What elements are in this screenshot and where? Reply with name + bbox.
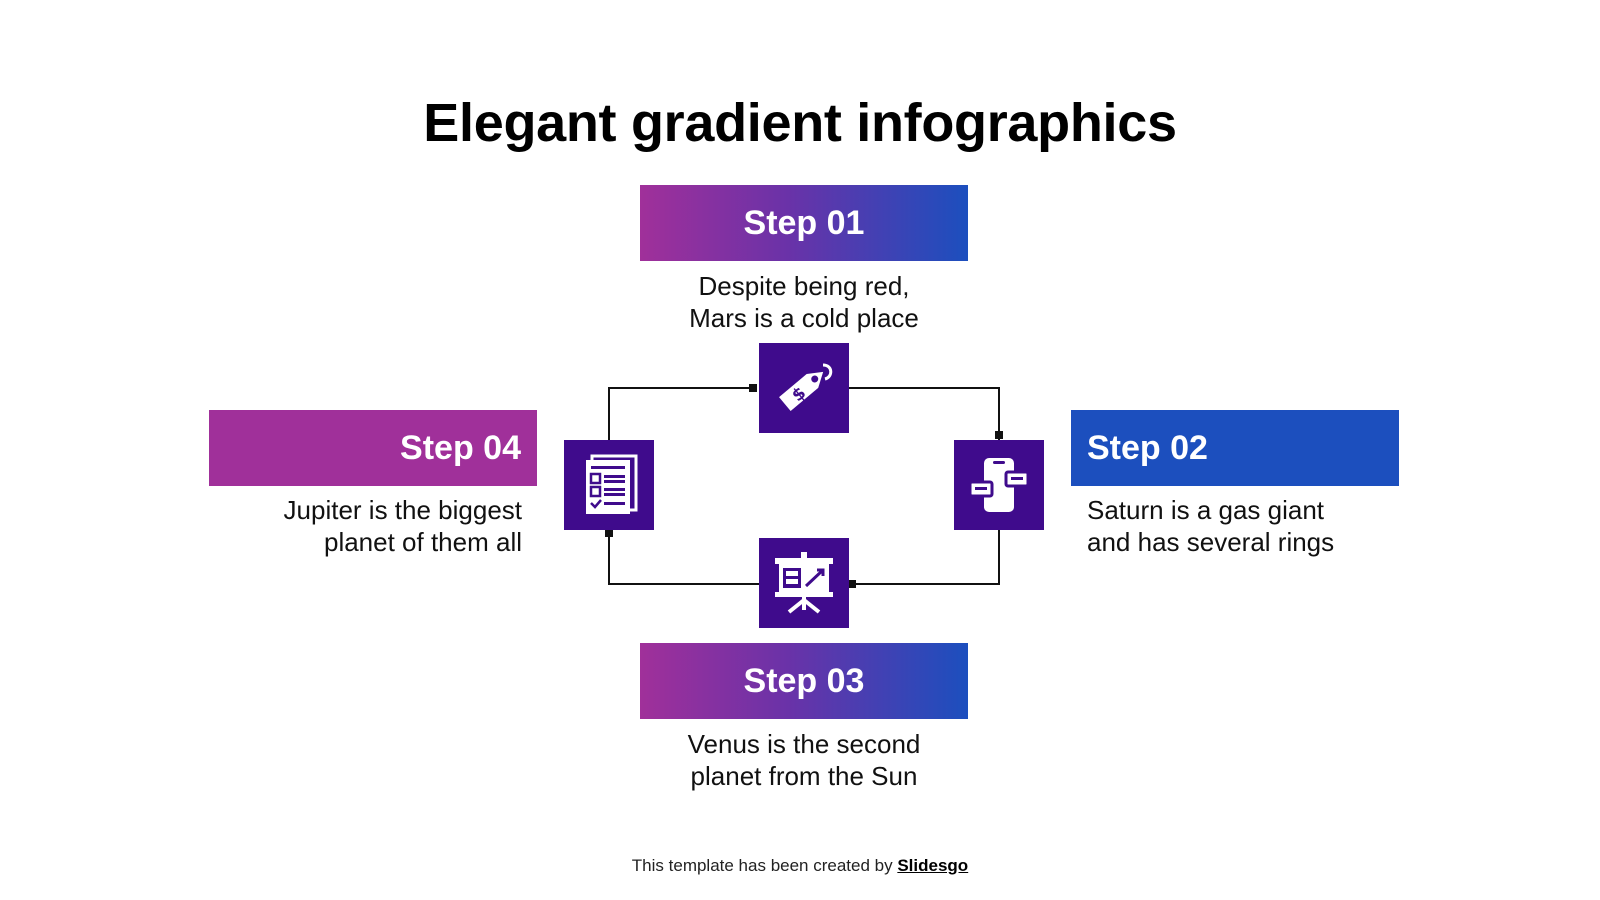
step-03-description: Venus is the second planet from the Sun xyxy=(604,728,1004,792)
step-03-line-2: planet from the Sun xyxy=(690,761,918,791)
page-title: Elegant gradient infographics xyxy=(423,93,1177,153)
footer-text: This template has been created by xyxy=(631,856,898,875)
connector-node-left xyxy=(605,529,613,537)
step-02-line-2: and has several rings xyxy=(1087,527,1335,557)
connector-line-top-right xyxy=(849,387,1000,440)
step-01-label: Step 01 xyxy=(743,203,865,242)
step-01-description: Despite being red, Mars is a cold place xyxy=(604,270,1004,334)
step-03-header: Step 03 xyxy=(640,643,968,719)
step-01-line-2: Mars is a cold place xyxy=(689,303,919,333)
price-tag-icon: $ xyxy=(779,363,833,411)
smartphone-chat-icon-box xyxy=(954,440,1044,530)
step-04-label: Step 04 xyxy=(400,428,521,467)
step-02-line-1: Saturn is a gas giant xyxy=(1087,495,1325,525)
step-03-line-1: Venus is the second xyxy=(687,729,921,759)
step-02-label: Step 02 xyxy=(1087,428,1208,467)
connector-line-top-left xyxy=(608,387,753,440)
step-04-line-1: Jupiter is the biggest xyxy=(283,495,522,525)
footer-credit: This template has been created by Slides… xyxy=(0,856,1600,876)
step-04-description: Jupiter is the biggest planet of them al… xyxy=(130,494,522,558)
connector-node-bottom xyxy=(848,580,856,588)
step-04-header: Step 04 xyxy=(209,410,537,486)
connector-node-top xyxy=(749,384,757,392)
presentation-board-icon-box xyxy=(759,538,849,628)
step-03-label: Step 03 xyxy=(743,661,865,700)
connector-line-bottom-left xyxy=(608,530,759,585)
checklist-form-icon-box xyxy=(564,440,654,530)
price-tag-icon-box: $ xyxy=(759,343,849,433)
step-01-header: Step 01 xyxy=(640,185,968,261)
step-04-line-2: planet of them all xyxy=(323,527,522,557)
checklist-form-icon xyxy=(586,454,638,514)
connector-node-right xyxy=(995,431,1003,439)
slidesgo-link[interactable]: Slidesgo xyxy=(897,856,969,875)
connector-line-bottom-right xyxy=(849,530,1000,585)
step-01-line-1: Despite being red, xyxy=(698,271,910,301)
step-02-description: Saturn is a gas giant and has several ri… xyxy=(1087,494,1507,558)
smartphone-chat-icon xyxy=(968,458,1030,512)
presentation-board-icon xyxy=(775,552,833,614)
step-02-header: Step 02 xyxy=(1071,410,1399,486)
